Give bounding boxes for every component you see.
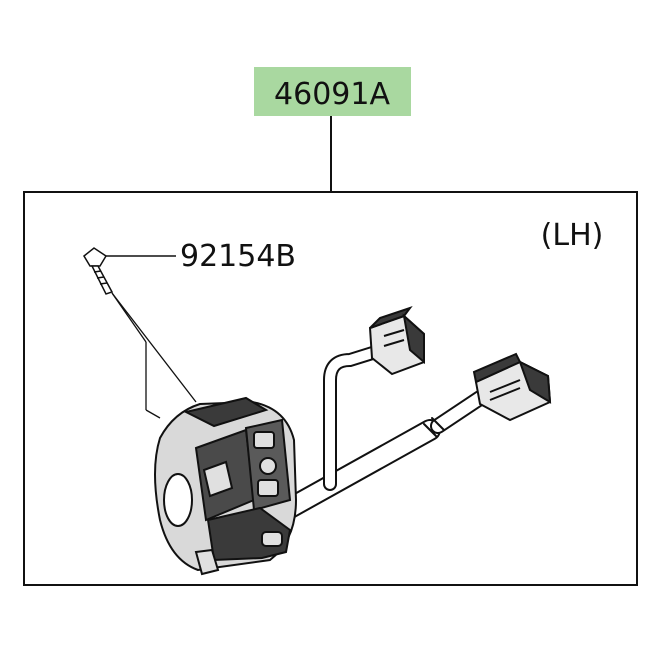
screw-icon[interactable] — [83, 247, 114, 295]
main-part-number[interactable]: 46091A — [274, 77, 390, 112]
connector-lower-icon[interactable] — [472, 352, 552, 422]
screw-part-number[interactable]: 92154B — [180, 239, 296, 274]
assembly-frame — [23, 191, 638, 586]
side-label: (LH) — [541, 218, 604, 253]
connector-upper-icon[interactable] — [368, 306, 425, 376]
switch-housing[interactable] — [154, 396, 298, 576]
part-number-highlight[interactable] — [254, 67, 411, 116]
screw-to-housing-leaders — [111, 292, 197, 419]
wiring-harness — [279, 343, 488, 519]
